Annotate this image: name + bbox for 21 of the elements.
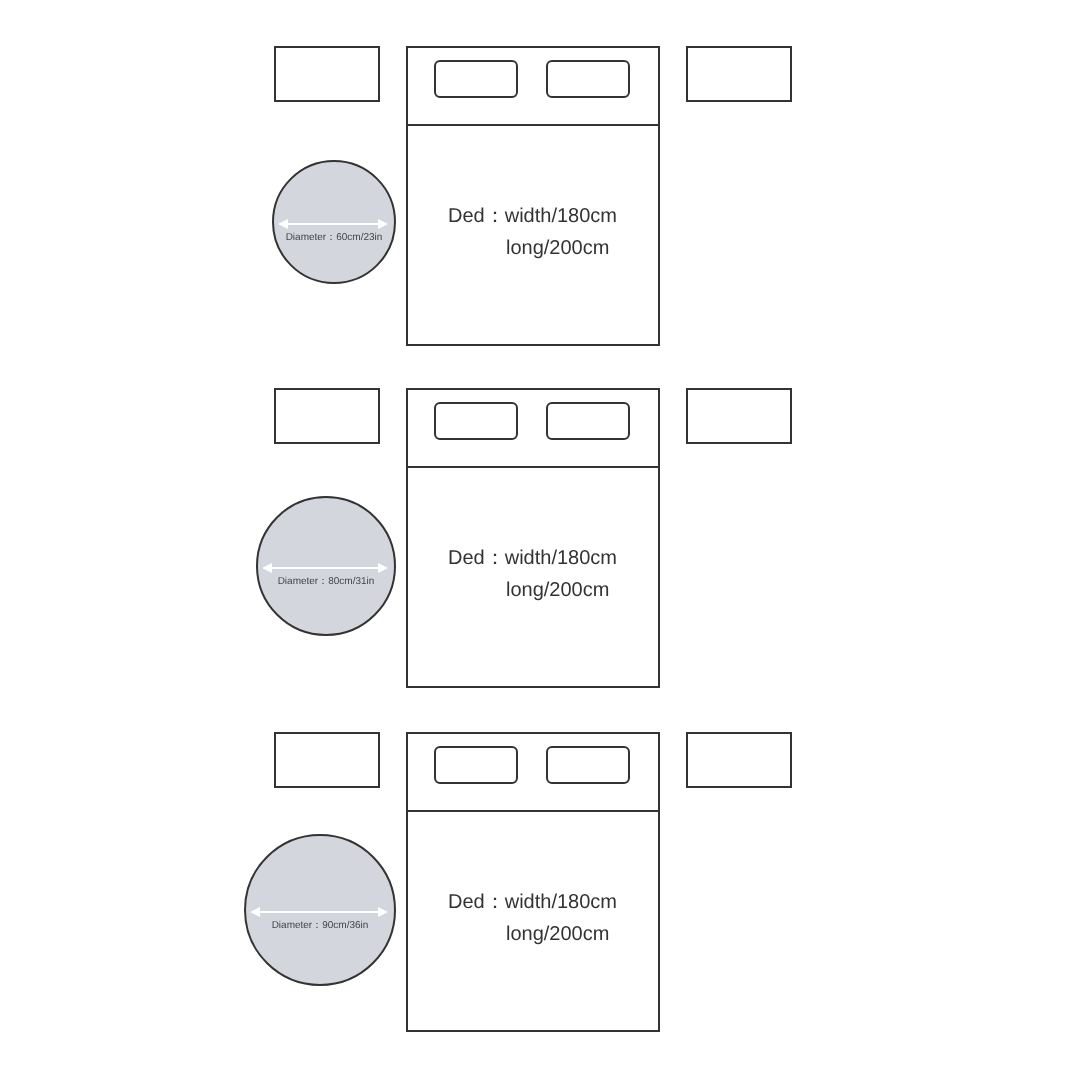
nightstand bbox=[274, 388, 380, 444]
pillow bbox=[433, 59, 517, 97]
pillow bbox=[545, 745, 629, 783]
size-label: Ded：width/180cm bbox=[448, 206, 617, 230]
size-label: long/200cm bbox=[506, 924, 610, 948]
nightstand bbox=[274, 732, 380, 788]
size-label: Ded：width/180cm bbox=[448, 892, 617, 916]
bed bbox=[406, 388, 660, 688]
bed bbox=[406, 732, 660, 1032]
pillow bbox=[433, 745, 517, 783]
pillow bbox=[545, 401, 629, 439]
pillow bbox=[433, 401, 517, 439]
nightstand bbox=[686, 388, 792, 444]
bed bbox=[406, 46, 660, 346]
size-label: long/200cm bbox=[506, 238, 610, 262]
size-label: long/200cm bbox=[506, 580, 610, 604]
nightstand bbox=[686, 46, 792, 102]
size-label: Ded：width/180cm bbox=[448, 548, 617, 572]
nightstand bbox=[274, 46, 380, 102]
nightstand bbox=[686, 732, 792, 788]
pillow bbox=[545, 59, 629, 97]
